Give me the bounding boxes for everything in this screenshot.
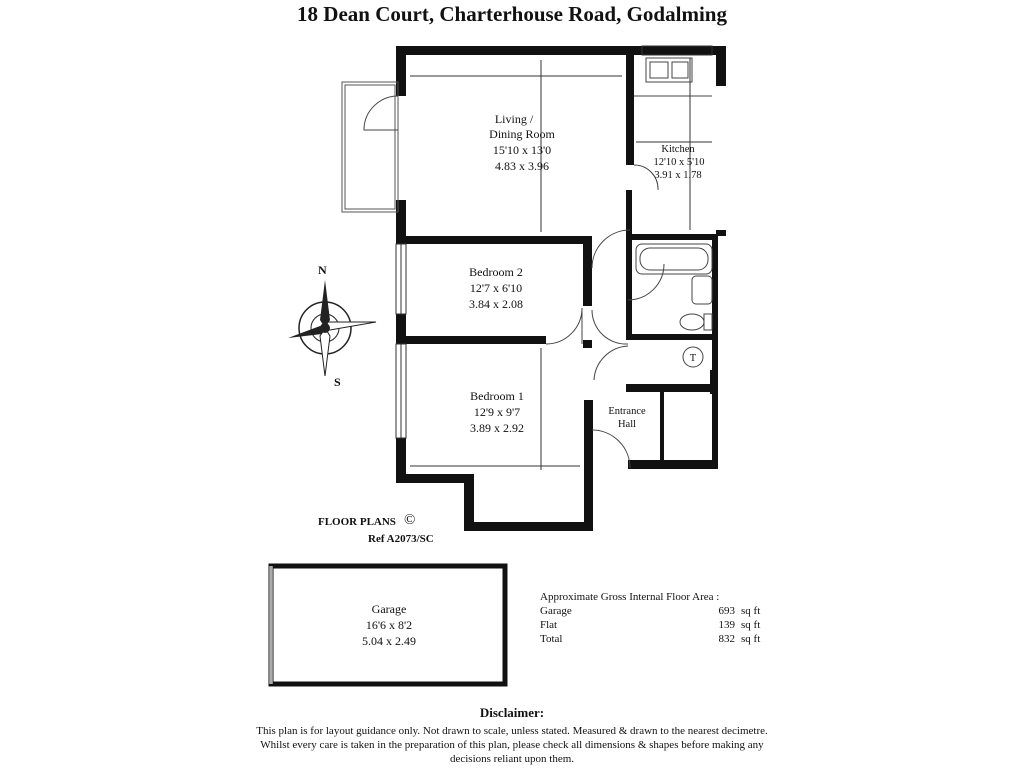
bedroom2-metric: 3.84 x 2.08	[469, 297, 523, 311]
kitchen-label: Kitchen	[661, 144, 695, 155]
garage-metric: 5.04 x 2.49	[362, 634, 416, 648]
balcony	[341, 81, 399, 213]
walls	[396, 46, 726, 531]
area-row-unit: sq ft	[741, 619, 761, 631]
area-row: Total 832 sq ft	[540, 632, 770, 646]
compass-south: S	[334, 375, 341, 389]
disclaimer-heading: Disclaimer:	[479, 705, 545, 720]
garage-outline	[268, 563, 508, 687]
garage-imperial: 16'6 x 8'2	[366, 618, 412, 632]
plan-title: 18 Dean Court, Charterhouse Road, Godalm…	[297, 2, 727, 26]
area-row-name: Garage	[540, 605, 572, 617]
area-row-name: Total	[540, 633, 563, 645]
compass-north: N	[318, 263, 327, 277]
garage-label: Garage	[372, 602, 407, 616]
floor-area-heading: Approximate Gross Internal Floor Area :	[540, 591, 720, 603]
bedroom1-metric: 3.89 x 2.92	[470, 421, 524, 435]
area-row-unit: sq ft	[741, 605, 761, 617]
kitchen-metric: 3.91 x 1.78	[654, 170, 701, 181]
room-labels: Living / Dining Room 15'10 x 13'0 4.83 x…	[318, 112, 705, 648]
area-row-name: Flat	[540, 619, 558, 631]
cupboard-symbol: T	[690, 353, 697, 364]
area-row-value: 693	[718, 605, 736, 617]
copyright-symbol: ©	[404, 512, 416, 528]
area-row: Flat 139 sq ft	[540, 618, 770, 632]
bedroom1-imperial: 12'9 x 9'7	[474, 405, 520, 419]
living-metric: 4.83 x 3.96	[495, 159, 549, 173]
living-imperial: 15'10 x 13'0	[493, 143, 551, 157]
kitchen-fittings	[634, 57, 712, 97]
disclaimer-text: This plan is for layout guidance only. N…	[256, 725, 768, 765]
kitchen-imperial: 12'10 x 5'10	[653, 157, 704, 168]
living-label-1: Living /	[495, 112, 534, 126]
plan-reference: Ref A2073/SC	[368, 533, 434, 545]
area-row-unit: sq ft	[741, 633, 761, 645]
bedroom2-label: Bedroom 2	[469, 265, 523, 279]
area-row-value: 139	[718, 619, 736, 631]
bedroom2-imperial: 12'7 x 6'10	[470, 281, 522, 295]
living-label-2: Dining Room	[489, 127, 555, 141]
area-row-value: 832	[718, 633, 736, 645]
compass-rose-icon	[288, 280, 377, 377]
floor-area-table: Approximate Gross Internal Floor Area : …	[540, 590, 770, 646]
area-row: Garage 693 sq ft	[540, 604, 770, 618]
door-swings	[363, 95, 665, 469]
dimension-lines	[410, 58, 712, 470]
floor-plans-label: FLOOR PLANS	[318, 516, 396, 528]
windows	[395, 45, 713, 439]
hall-label-1: Entrance	[608, 406, 646, 417]
bedroom1-label: Bedroom 1	[470, 389, 524, 403]
hall-label-2: Hall	[618, 419, 636, 430]
bathroom-fittings	[635, 243, 713, 368]
